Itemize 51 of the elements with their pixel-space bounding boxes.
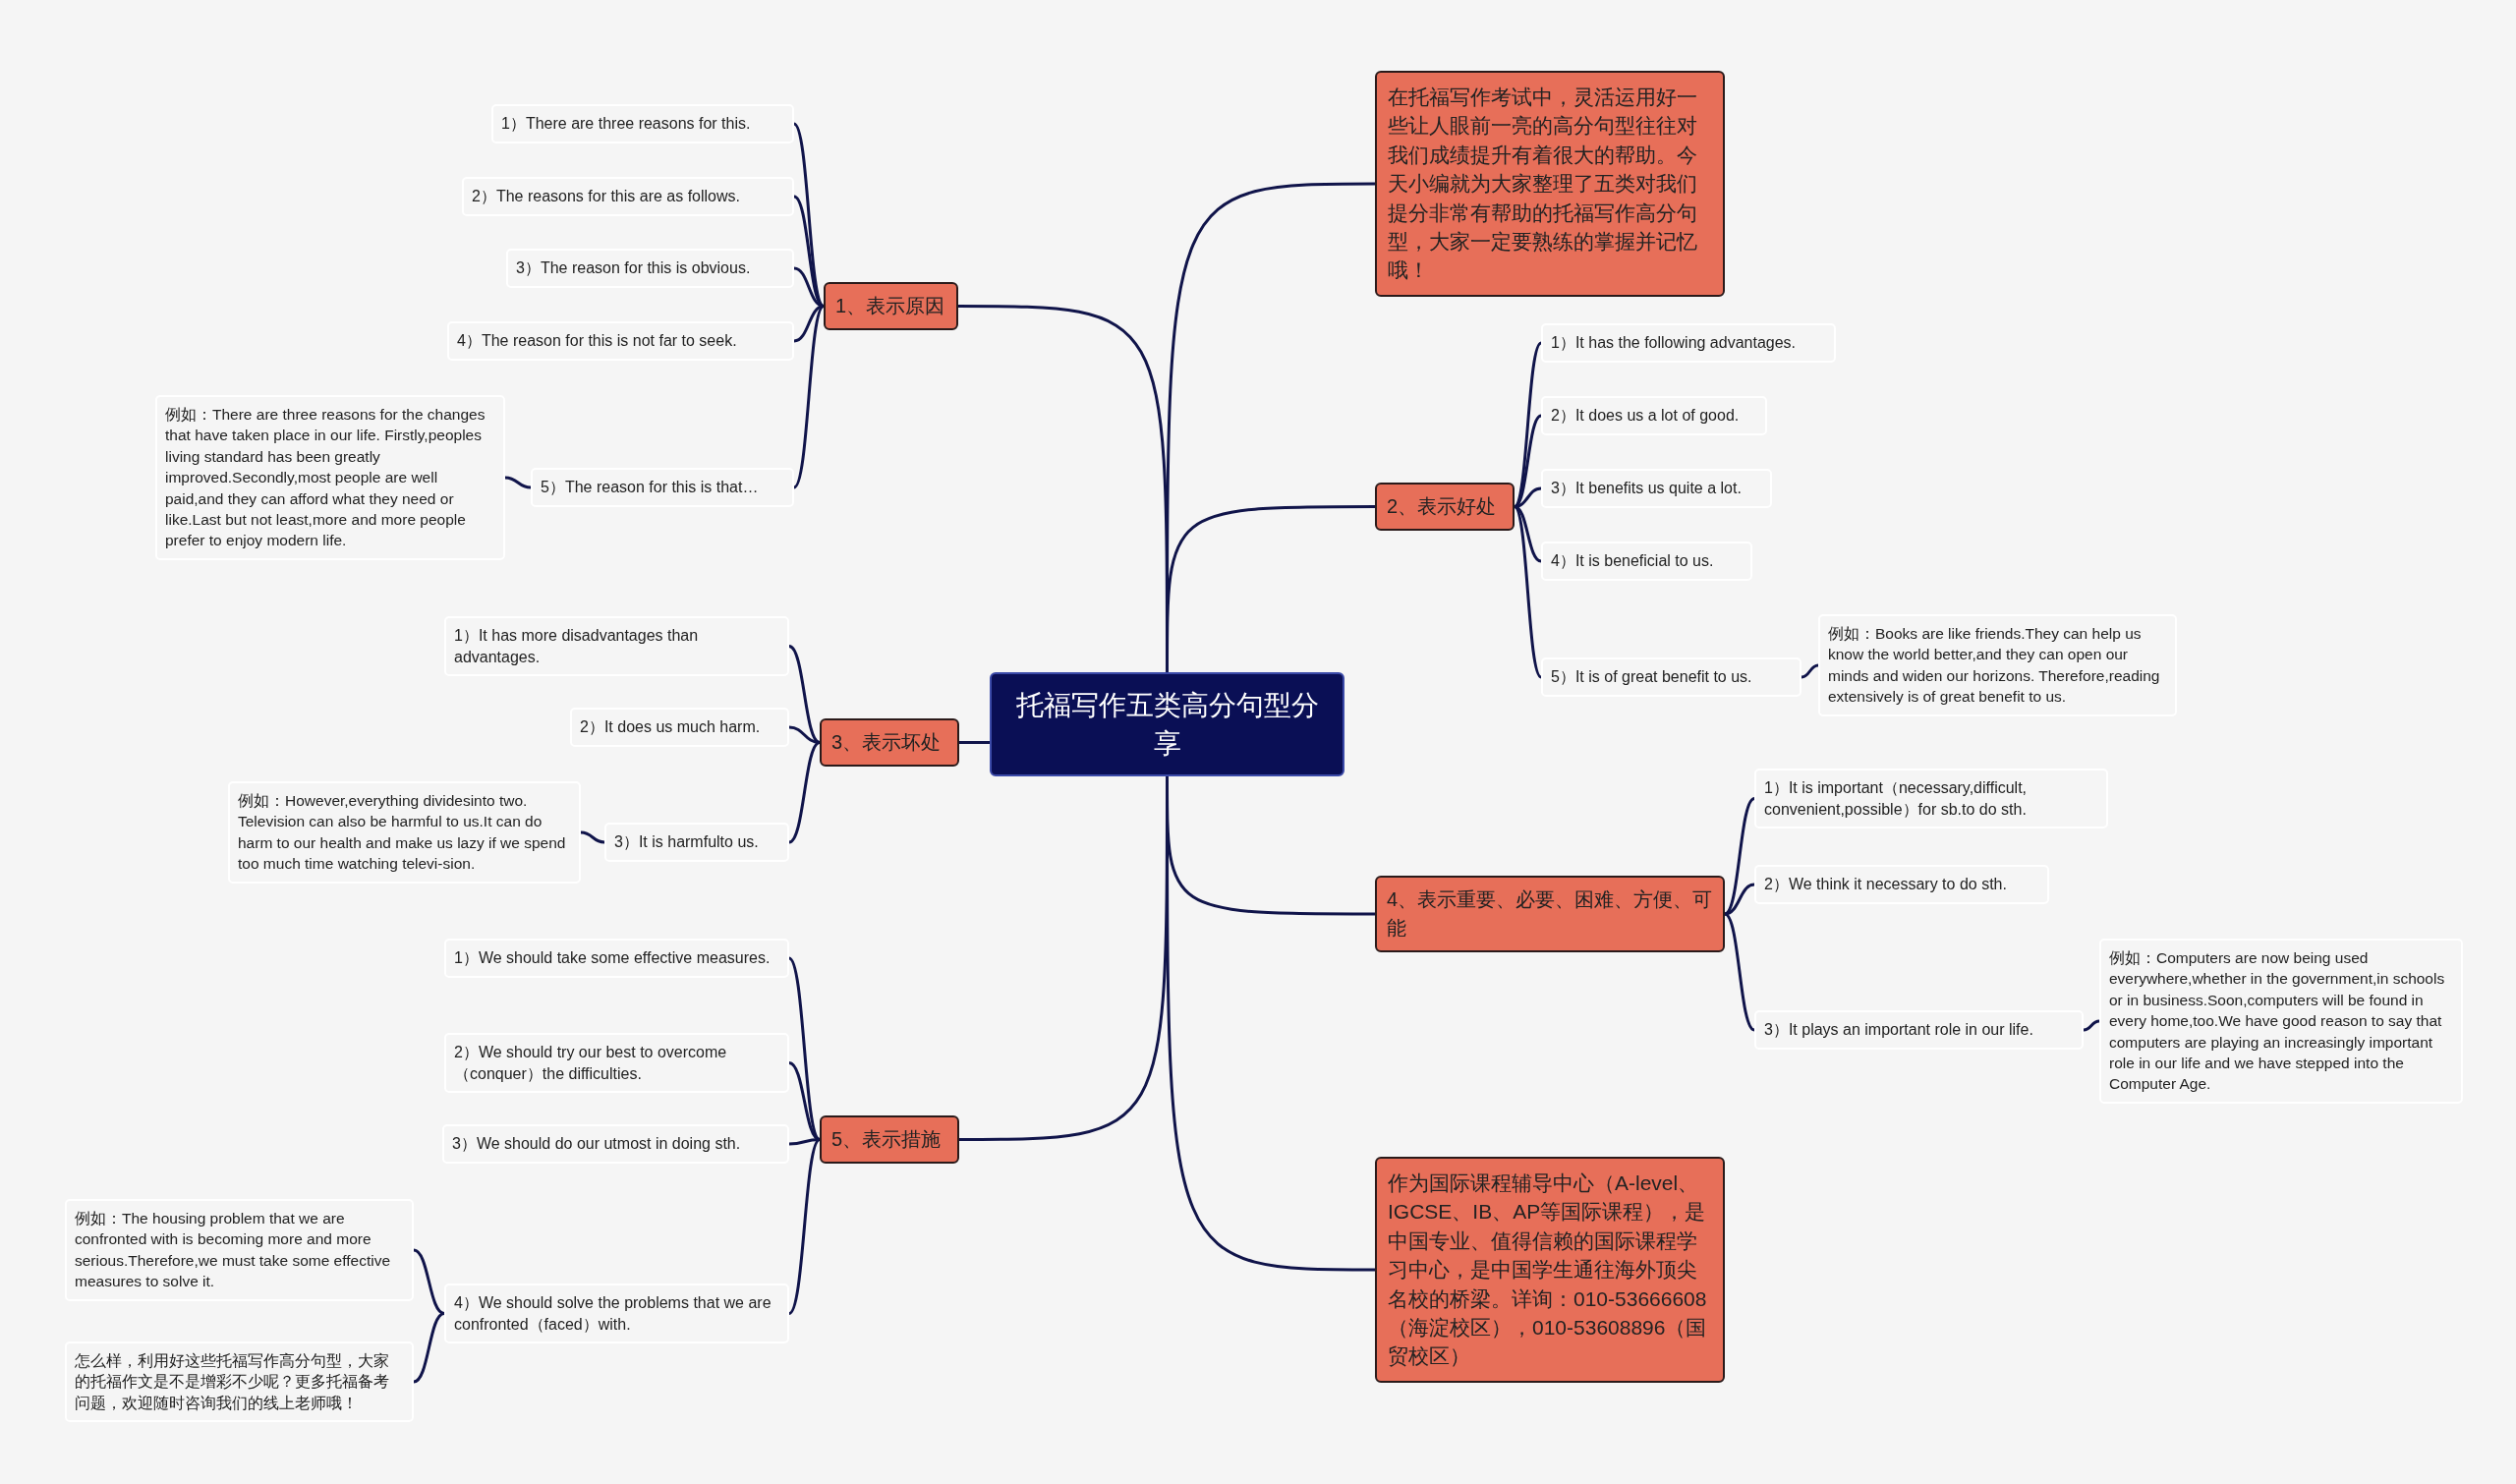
connector xyxy=(787,1138,822,1315)
note-card: 例如：There are three reasons for the changes that have taken place in our life. Firstly,peoples living standard has been greatly improved.Secondly,most people are well paid,and they can afford what they need or like.Last but not least,more and more people prefer to enjoy modern life. xyxy=(155,395,505,560)
note-card: 例如：The housing problem that we are confronted with is becoming more and more serious.Therefore,we must take some effective measures to solve it. xyxy=(65,1199,414,1301)
subtopic-card: 4）We should solve the problems that we are confronted（faced）with. xyxy=(444,1284,789,1344)
central-topic: 托福写作五类高分句型分享 xyxy=(990,672,1344,777)
topic-card: 作为国际课程辅导中心（A-level、IGCSE、IB、AP等国际课程），是中国专业、值得信赖的国际课程学习中心，是中国学生通往海外顶尖名校的桥梁。详询：010-53666608（海淀校区），010-53608896（国贸校区） xyxy=(1375,1157,1725,1383)
note-card: 例如：Computers are now being used everywhere,whether in the government,in schools or in business.Soon,computers will be found in every home,too.We have good reason to say that computers are playing an increasingly important role in our life and we have stepped into the Computer Age. xyxy=(2099,939,2463,1104)
subtopic-card: 3）It plays an important role in our life. xyxy=(1754,1010,2084,1050)
connector xyxy=(793,195,825,308)
connector xyxy=(1801,663,1819,679)
connector xyxy=(1513,505,1543,678)
subtopic-card: 1）There are three reasons for this. xyxy=(491,104,794,143)
subtopic-card: 2）We think it necessary to do sth. xyxy=(1754,865,2049,904)
connector xyxy=(788,645,821,744)
connector xyxy=(788,725,821,744)
subtopic-card: 1）It has more disadvantages than advantages. xyxy=(444,616,789,677)
topic-card: 在托福写作考试中，灵活运用好一些让人眼前一亮的高分句型往往对我们成绩提升有着很大的帮助。今天小编就为大家整理了五类对我们提分非常有帮助的托福写作高分句型，大家一定要熟练的掌握并记忆哦！ xyxy=(1375,71,1725,297)
topic-box: 2、表示好处 xyxy=(1375,483,1515,531)
connector xyxy=(959,741,990,744)
connector xyxy=(1514,414,1542,508)
subtopic-card: 1）It is important（necessary,difficult, convenient,possible）for sb.to do sth. xyxy=(1754,769,2108,829)
subtopic-card: 4）It is beneficial to us. xyxy=(1541,542,1752,581)
subtopic-card: 3）It is harmfulto us. xyxy=(604,823,789,862)
connector xyxy=(792,305,826,489)
subtopic-card: 1）It has the following advantages. xyxy=(1541,323,1836,363)
note-card: 例如：Books are like friends.They can help us know the world better,and they can open our minds and widen our horizons. Therefore,reading extensively is of great benefit to us. xyxy=(1818,614,2177,716)
subtopic-card: 3）The reason for this is obvious. xyxy=(506,249,794,288)
topic-box: 5、表示措施 xyxy=(820,1115,959,1164)
connector xyxy=(2083,1019,2100,1032)
subtopic-card: 3）It benefits us quite a lot. xyxy=(1541,469,1772,508)
note-card: 例如：However,everything dividesinto two. Television can also be harmful to us.It can do harm to our health and make us lazy if we spend too much time watching televi-sion. xyxy=(228,781,581,884)
connector xyxy=(788,741,821,844)
subtopic-card: 2）It does us much harm. xyxy=(570,708,789,747)
subtopic-card: 4）The reason for this is not far to seek. xyxy=(447,321,794,361)
subtopic-card: 5）The reason for this is that… xyxy=(531,468,794,507)
subtopic-card: 2）We should try our best to overcome（conquer）the difficulties. xyxy=(444,1033,789,1094)
connector xyxy=(504,476,532,489)
connector xyxy=(788,1061,821,1141)
subtopic-card: 3）We should do our utmost in doing sth. xyxy=(442,1124,789,1164)
note-card: 怎么样，利用好这些托福写作高分句型，大家的托福作文是不是增彩不少呢？更多托福备考问题，欢迎随时咨询我们的线上老师哦！ xyxy=(65,1341,414,1423)
topic-box: 3、表示坏处 xyxy=(820,718,959,767)
subtopic-card: 1）We should take some effective measures. xyxy=(444,939,789,978)
topic-box: 4、表示重要、必要、困难、方便、可能 xyxy=(1375,876,1725,952)
subtopic-card: 5）It is of great benefit to us. xyxy=(1541,657,1801,697)
connector xyxy=(580,830,605,844)
connector xyxy=(413,1312,445,1384)
subtopic-card: 2）The reasons for this are as follows. xyxy=(462,177,794,216)
topic-box: 1、表示原因 xyxy=(824,282,958,330)
connector xyxy=(1724,912,1755,1032)
subtopic-card: 2）It does us a lot of good. xyxy=(1541,396,1767,435)
connector xyxy=(413,1248,445,1315)
